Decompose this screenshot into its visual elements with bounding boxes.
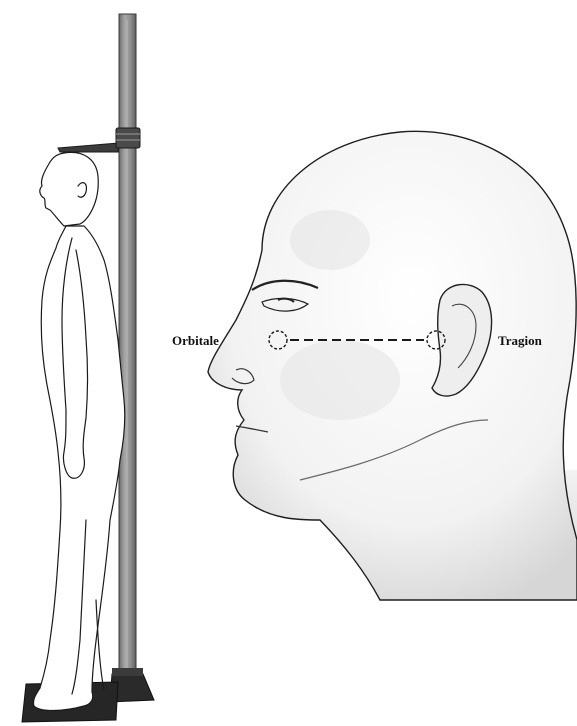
standing-person xyxy=(33,152,124,710)
stadiometer-headpiece xyxy=(58,143,118,152)
head-profile xyxy=(208,131,577,600)
tragion-label: Tragion xyxy=(498,333,543,348)
orbitale-label: Orbitale xyxy=(172,333,219,348)
